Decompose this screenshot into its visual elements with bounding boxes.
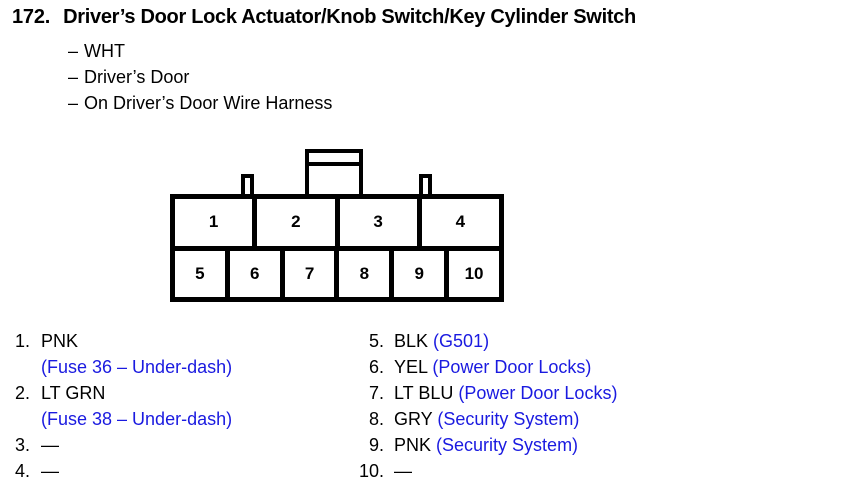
pin-circuit-ref: (Power Door Locks) (458, 383, 618, 403)
subtitle-list: –WHT –Driver’s Door –On Driver’s Door Wi… (68, 38, 332, 116)
pin-number: 4. (14, 461, 30, 481)
item-number: 172. (12, 6, 51, 28)
pin-wire-color: — (41, 435, 59, 455)
bullet-dash-icon: – (68, 41, 79, 61)
pin-circuit-ref: (Power Door Locks) (432, 357, 592, 377)
pin-cell-2[interactable]: 2 (252, 199, 334, 246)
pin-wire-color: BLK (394, 331, 429, 351)
bullet-dash-icon: – (68, 67, 79, 87)
pin-entry-text: LT BLU (Power Door Locks) (394, 380, 756, 406)
list-item: 6. YEL (Power Door Locks) (356, 354, 756, 380)
subtitle-item-wire-color: –WHT (68, 38, 332, 64)
pin-cell-1[interactable]: 1 (208, 212, 219, 232)
list-item: 7. LT BLU (Power Door Locks) (356, 380, 756, 406)
pin-legend-right-column: 5. BLK (G501) 6. YEL (Power Door Locks) … (356, 328, 756, 484)
list-item: 3. — (0, 432, 350, 458)
pin-cell-5[interactable]: 5 (195, 263, 205, 283)
pin-legend-left-column: 1. PNK (Fuse 36 – Under-dash) 2. LT GRN … (0, 328, 350, 484)
connector-latch-tab-left-icon (241, 174, 254, 196)
list-item: 2. LT GRN (Fuse 38 – Under-dash) (0, 380, 350, 432)
pin-wire-color: LT BLU (394, 383, 454, 403)
pin-wire-color: — (41, 461, 59, 481)
pin-cell-6[interactable]: 6 (224, 250, 280, 297)
pin-number: 10. (358, 461, 384, 481)
pin-cell-10[interactable]: 10 (444, 250, 499, 297)
pin-entry-text: GRY (Security System) (394, 406, 756, 432)
pin-wire-color: GRY (394, 409, 433, 429)
pin-circuit-ref: (Fuse 36 – Under-dash) (41, 357, 233, 377)
pin-wire-color: LT GRN (41, 383, 106, 403)
pin-number: 3. (14, 435, 30, 455)
pin-cell-8[interactable]: 8 (334, 250, 389, 297)
connector-pin-row-bottom: 5 6 7 8 9 10 (175, 250, 499, 297)
list-item: 4. — (0, 458, 350, 484)
pin-circuit-ref: (Security System) (436, 435, 579, 455)
pin-number: 9. (368, 435, 384, 455)
list-item: 5. BLK (G501) (356, 328, 756, 354)
pin-number: 8. (368, 409, 384, 429)
connector-latch-tab-right-icon (419, 174, 432, 196)
pin-number: 2. (14, 383, 30, 403)
list-item: 10. — (356, 458, 756, 484)
pin-circuit-ref: (G501) (433, 331, 490, 351)
pin-wire-color: YEL (394, 357, 428, 377)
pin-number: 7. (368, 383, 384, 403)
subtitle-item-location: –Driver’s Door (68, 64, 332, 90)
pin-wire-color: PNK (394, 435, 432, 455)
subtitle-label: On Driver’s Door Wire Harness (84, 93, 333, 113)
pin-number: 6. (368, 357, 384, 377)
pin-cell-4[interactable]: 4 (416, 199, 499, 246)
pin-entry-text: PNK (Security System) (394, 432, 756, 458)
pin-wire-color: PNK (41, 331, 79, 351)
subtitle-label: Driver’s Door (84, 67, 190, 87)
connector-latch-tab-center-line-icon (309, 162, 359, 166)
subtitle-item-harness: –On Driver’s Door Wire Harness (68, 90, 332, 116)
bullet-dash-icon: – (68, 93, 79, 113)
connector-latch-tab-center-icon (305, 149, 363, 196)
pin-cell-7[interactable]: 7 (279, 250, 335, 297)
pin-cell-9[interactable]: 9 (389, 250, 444, 297)
pin-number: 1. (14, 331, 30, 351)
pin-wire-color: — (394, 461, 412, 481)
pin-number: 5. (368, 331, 384, 351)
page-title: 172. Driver’s Door Lock Actuator/Knob Swi… (12, 6, 636, 29)
title-text: Driver’s Door Lock Actuator/Knob Switch/… (63, 6, 636, 28)
connector-pin-row-top: 1 2 3 4 (175, 199, 499, 251)
connector-diagram: 1 2 3 4 5 6 7 8 9 10 (170, 149, 504, 302)
list-item: 9. PNK (Security System) (356, 432, 756, 458)
list-item: 8. GRY (Security System) (356, 406, 756, 432)
pin-entry-text: BLK (G501) (394, 328, 756, 354)
list-item: 1. PNK (Fuse 36 – Under-dash) (0, 328, 350, 380)
pin-circuit-ref: (Fuse 38 – Under-dash) (41, 409, 233, 429)
pin-cell-3[interactable]: 3 (334, 199, 417, 246)
pin-circuit-ref: (Security System) (437, 409, 580, 429)
pin-entry-text: YEL (Power Door Locks) (394, 354, 756, 380)
subtitle-label: WHT (84, 41, 125, 61)
connector-body: 1 2 3 4 5 6 7 8 9 10 (170, 194, 504, 302)
